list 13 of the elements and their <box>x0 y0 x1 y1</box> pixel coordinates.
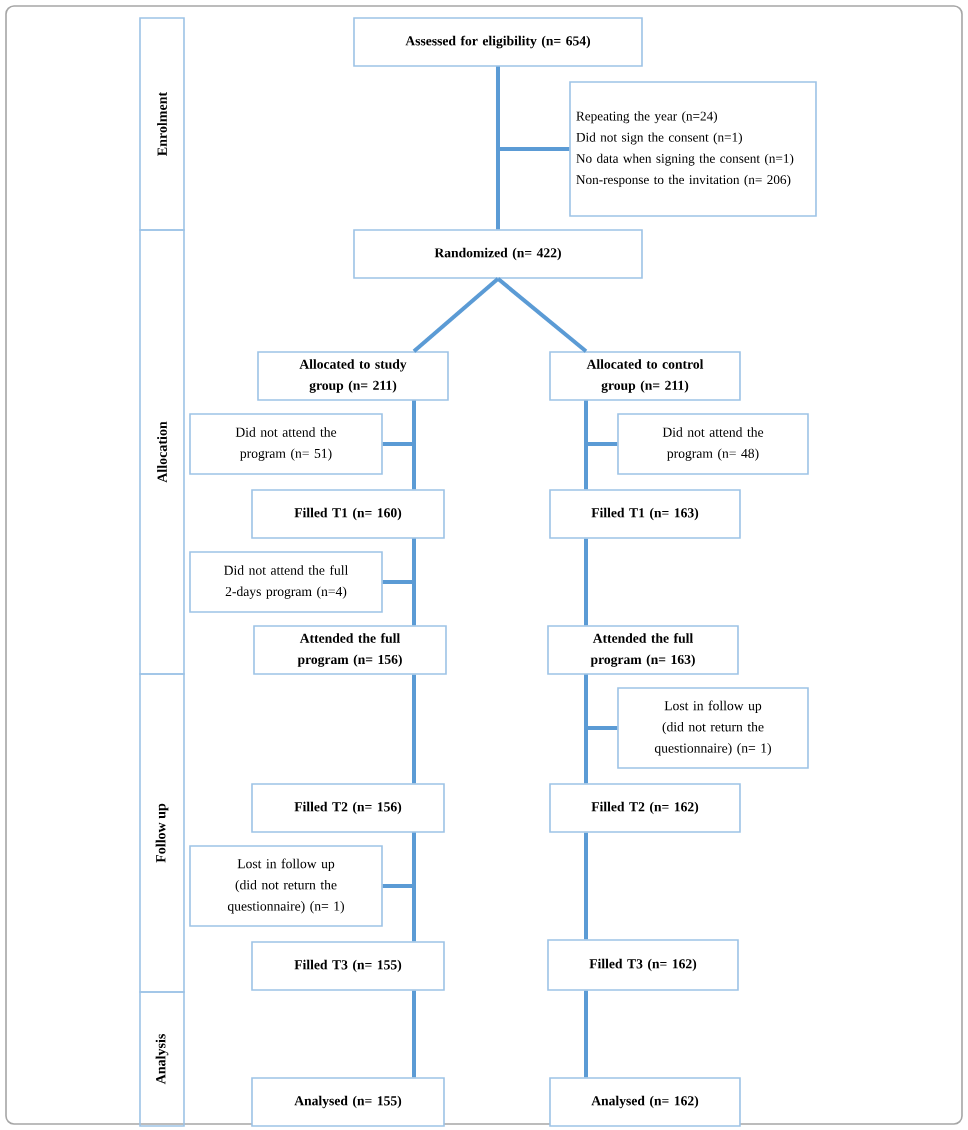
connector-line <box>584 538 588 626</box>
connector-line <box>496 277 588 353</box>
connector-line <box>382 400 416 446</box>
connector-line <box>412 990 416 1078</box>
connector-line <box>584 832 588 940</box>
connector-line <box>412 674 416 784</box>
connector-line <box>496 66 570 151</box>
connector-line <box>584 400 618 446</box>
connector-line <box>584 990 588 1078</box>
connector-line <box>382 832 416 888</box>
connector-line <box>412 277 500 353</box>
connector-line <box>584 674 618 730</box>
connector-line <box>382 538 416 584</box>
